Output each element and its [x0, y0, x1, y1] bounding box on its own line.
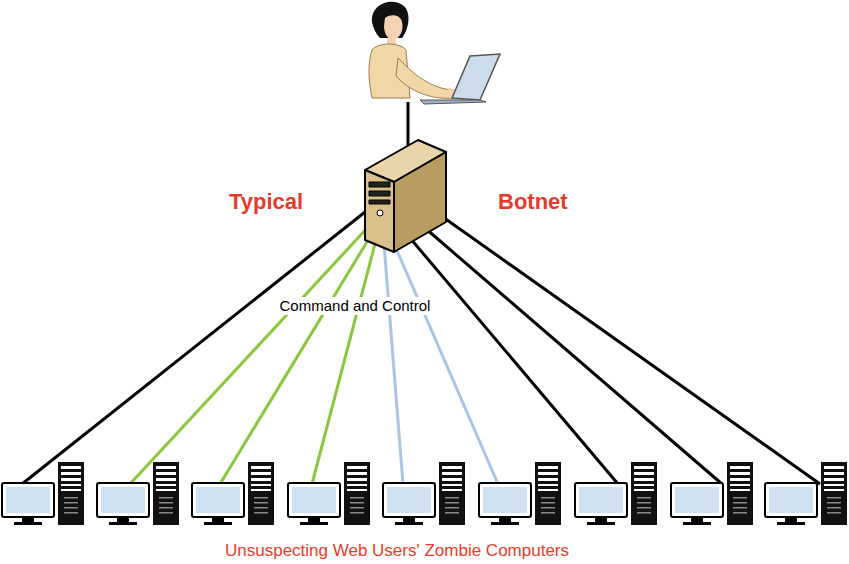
control-lines — [22, 212, 820, 484]
caption: Unsuspecting Web Users' Zombie Computers — [225, 541, 569, 561]
zombie-computers — [2, 462, 847, 525]
title-word: Botnet — [498, 189, 568, 215]
server-tower — [365, 140, 446, 252]
attacker-figure — [369, 2, 500, 104]
channel-label: Command and Control — [277, 297, 434, 315]
title-word: Typical — [229, 189, 303, 215]
